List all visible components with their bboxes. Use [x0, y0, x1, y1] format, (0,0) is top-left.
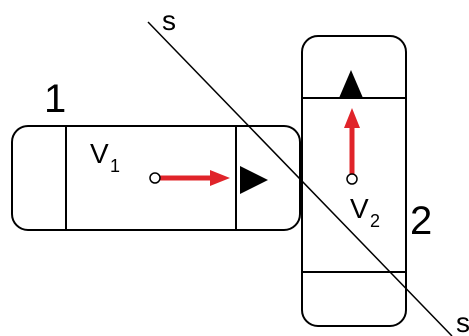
vehicle-2-center-point — [346, 173, 358, 185]
line-s — [147, 21, 453, 336]
line-s-label-top: s — [162, 5, 176, 36]
velocity-label-1-subscript: 1 — [110, 156, 120, 176]
line-s-label-bottom: s — [456, 307, 469, 336]
velocity-arrow-2-head — [344, 108, 360, 128]
velocity-label-2: V 2 — [350, 193, 380, 231]
vehicle-1-center-point — [149, 172, 161, 184]
vehicle-2-number: 2 — [410, 199, 432, 243]
velocity-label-2-subscript: 2 — [370, 211, 380, 231]
vehicle-1-direction-marker — [240, 166, 268, 194]
vehicle-1-number: 1 — [44, 77, 66, 121]
velocity-label-1: V 1 — [90, 138, 120, 176]
velocity-arrow-2 — [344, 108, 360, 185]
velocity-arrow-1-head — [210, 170, 230, 186]
velocity-label-1-symbol: V — [90, 138, 109, 169]
velocity-arrow-1 — [149, 170, 230, 186]
velocity-label-2-symbol: V — [350, 193, 369, 224]
vehicle-2-direction-marker — [339, 70, 363, 98]
